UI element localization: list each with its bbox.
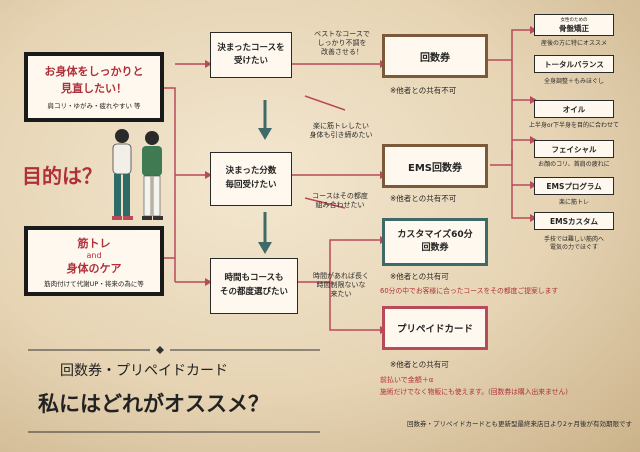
goal-body-review-title: お身体をしっかりと 見直したい！	[44, 65, 144, 95]
course-total-balance-desc: 全身調整＋もみほぐし	[543, 78, 604, 85]
course-ems-program: EMSプログラム	[534, 177, 614, 195]
course-total-balance: トータルバランス	[534, 55, 614, 73]
goal-training-care-box: 筋トレ and 身体のケア 筋肉付けて代謝UP・将来の為に等	[24, 226, 164, 296]
goal-body-review-sub: 肩コリ・ゆがみ・疲れやすい 等	[47, 102, 141, 110]
goal-body-review-box: お身体をしっかりと 見直したい！ 肩コリ・ゆがみ・疲れやすい 等	[24, 52, 164, 122]
product-ems-ticket-note: ※他者との共有不可	[390, 194, 457, 203]
course-pelvis-name: 骨盤矯正	[559, 23, 589, 33]
note-combine-course: コースはその都度 組み合わせたい	[312, 192, 368, 209]
product-ticket-note: ※他者との共有不可	[390, 86, 457, 95]
course-ems-custom-desc: 手技では難しい筋肉へ 電気の力でほぐす	[543, 236, 604, 251]
course-facial-desc: お顔のコリ、首肩の疲れに	[538, 161, 610, 168]
product-custom-ticket-note: ※他者との共有可	[390, 272, 449, 281]
course-ems-program-desc: 楽に筋トレ	[558, 199, 589, 206]
course-pelvis-desc: 産後の方に特にオススメ	[540, 40, 607, 47]
product-custom-ticket-sub: 60分の中でお客様に合ったコースをその都度ご提案します	[380, 287, 559, 295]
course-facial: フェイシャル	[534, 140, 614, 158]
course-pelvis: 女性のための 骨盤矯正	[534, 14, 614, 36]
product-ems-ticket: EMS回数券	[382, 144, 488, 188]
product-ticket-title: 回数券	[420, 52, 450, 64]
product-custom-ticket-title: カスタマイズ60分 回数券	[397, 229, 473, 254]
course-oil: オイル	[534, 100, 614, 118]
choice-fixed-course-label: 決まったコースを 受けたい	[217, 43, 285, 66]
bottom-subtitle: 回数券・プリペイドカード	[60, 363, 228, 379]
bottom-main-title: 私にはどれがオススメ？	[38, 392, 269, 416]
course-ems-custom-name: EMSカスタム	[550, 216, 598, 226]
choice-fixed-minutes: 決まった分数 毎回受けたい	[210, 152, 292, 206]
course-oil-name: オイル	[562, 104, 586, 114]
product-custom-ticket: カスタマイズ60分 回数券	[382, 218, 488, 266]
product-prepaid-card-title: プリペイドカード	[396, 324, 473, 335]
product-ticket: 回数券	[382, 34, 488, 78]
footer-expiry-note: 回数券・プリペイドカードとも更新型最終来店日より2ヶ月後が有効期限です	[406, 420, 632, 428]
note-long-time: 時間があれば長く 時間制限ないな 来たい	[313, 272, 369, 298]
choice-flexible: 時間もコースも その都度選びたい	[210, 258, 298, 314]
note-easy-training: 楽に筋トレしたい 身体も引き締めたい	[309, 122, 373, 139]
course-total-balance-name: トータルバランス	[544, 59, 604, 69]
course-oil-desc: 上半身or下半身を目的に合わせて	[528, 122, 620, 129]
product-prepaid-card-sub2: 施術だけでなく物販にも使えます。(回数券は購入出来ません)	[380, 388, 568, 396]
course-pelvis-pre: 女性のための	[560, 17, 588, 23]
choice-flexible-label: 時間もコースも その都度選びたい	[219, 273, 288, 297]
course-ems-program-name: EMSプログラム	[546, 181, 602, 191]
purpose-heading: 目的は？	[22, 164, 102, 188]
goal-training-line2: and	[86, 250, 102, 260]
product-ems-ticket-title: EMS回数券	[408, 162, 462, 174]
course-facial-name: フェイシャル	[551, 144, 597, 154]
goal-training-sub: 筋肉付けて代謝UP・将来の為に等	[44, 279, 144, 288]
choice-fixed-course: 決まったコースを 受けたい	[210, 32, 292, 78]
two-people-illustration	[112, 129, 163, 220]
product-prepaid-card-note: ※他者との共有可	[390, 360, 449, 369]
course-ems-custom: EMSカスタム	[534, 212, 614, 230]
choice-fixed-minutes-label: 決まった分数 毎回受けたい	[225, 166, 277, 190]
note-best-course: ベストなコースで しっかり不調を 改善させる！	[314, 30, 370, 56]
goal-training-line3: 身体のケア	[66, 261, 122, 275]
product-prepaid-card: プリペイドカード	[382, 306, 488, 350]
product-prepaid-card-sub1: 前払いで金額＋α	[380, 376, 434, 384]
goal-training-line1: 筋トレ	[77, 236, 111, 250]
